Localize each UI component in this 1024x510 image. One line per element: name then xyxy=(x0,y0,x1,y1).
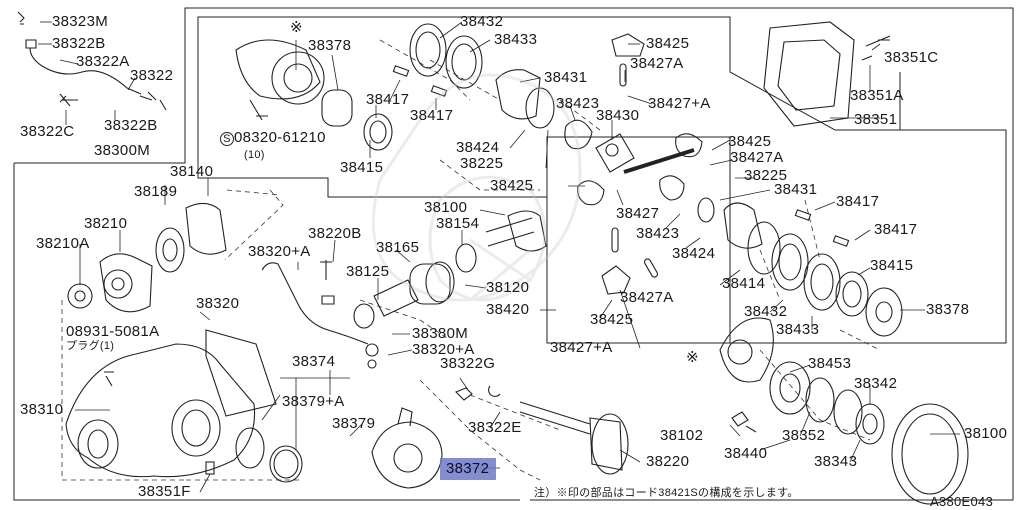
gear-set-frame xyxy=(546,136,731,344)
part-label[interactable]: 38351C xyxy=(884,49,939,66)
part-label[interactable]: 38220 xyxy=(646,453,690,470)
outer-assembly-frame xyxy=(14,7,1014,501)
part-label[interactable]: 38424 xyxy=(672,245,716,262)
part-label[interactable]: 38322E xyxy=(468,419,522,436)
part-label[interactable]: 38310 xyxy=(20,401,64,418)
part-label[interactable]: ※ xyxy=(290,19,303,36)
part-label[interactable]: 38210A xyxy=(36,235,90,252)
part-label[interactable]: 38415 xyxy=(870,257,914,274)
part-label[interactable]: 38351 xyxy=(854,111,898,128)
part-label[interactable]: 38420 xyxy=(486,301,530,318)
part-label[interactable]: 38320+A xyxy=(248,243,311,260)
part-label[interactable]: プラグ(1) xyxy=(66,340,115,352)
part-label[interactable]: 38343 xyxy=(814,453,858,470)
part-label[interactable]: 38154 xyxy=(436,215,480,232)
part-label[interactable]: 38425 xyxy=(490,177,534,194)
part-label[interactable]: 38220B xyxy=(308,225,362,242)
part-label[interactable]: 38425 xyxy=(728,133,772,150)
part-label[interactable]: 38120 xyxy=(486,279,530,296)
part-label[interactable]: 38423 xyxy=(636,225,680,242)
part-label[interactable]: 08931-5081A xyxy=(66,323,160,340)
part-label[interactable]: 38125 xyxy=(346,263,390,280)
part-label[interactable]: 38322C xyxy=(20,123,75,140)
part-label[interactable]: 38432 xyxy=(460,13,504,30)
part-label[interactable]: 38433 xyxy=(776,321,820,338)
part-label[interactable]: 38322G xyxy=(440,355,496,372)
part-label[interactable]: 38300M xyxy=(94,142,151,159)
part-label[interactable]: 38423 xyxy=(556,95,600,112)
part-label[interactable]: 38210 xyxy=(84,215,128,232)
part-label[interactable]: 38433 xyxy=(494,31,538,48)
part-label[interactable]: 38380M xyxy=(412,325,469,342)
part-label[interactable]: 38425 xyxy=(646,35,690,52)
part-label[interactable]: 38102 xyxy=(660,427,704,444)
part-label[interactable]: 38322 xyxy=(130,67,174,84)
part-label[interactable]: 38379 xyxy=(332,415,376,432)
part-label[interactable]: 38417 xyxy=(410,107,454,124)
part-label[interactable]: 38342 xyxy=(854,375,898,392)
part-label[interactable]: 38225 xyxy=(744,167,788,184)
part-label[interactable]: 38165 xyxy=(376,239,420,256)
part-label[interactable]: 38417 xyxy=(366,91,410,108)
part-label[interactable]: 38352 xyxy=(782,427,826,444)
part-label[interactable]: 38374 xyxy=(292,353,336,370)
part-label[interactable]: 38379+A xyxy=(282,393,345,410)
part-label[interactable]: 38322B xyxy=(52,35,106,52)
part-label[interactable]: 38100 xyxy=(424,199,468,216)
part-label[interactable]: 38427 xyxy=(616,205,660,222)
part-label[interactable]: 38424 xyxy=(456,139,500,156)
part-label[interactable]: 38378 xyxy=(926,301,970,318)
part-label[interactable]: 38189 xyxy=(134,183,178,200)
part-label[interactable]: 38417 xyxy=(874,221,918,238)
part-label[interactable]: 38322B xyxy=(104,117,158,134)
part-label[interactable]: 38351A xyxy=(850,87,904,104)
part-label-highlighted[interactable]: 38372 xyxy=(446,460,490,477)
highlight-38372[interactable] xyxy=(440,458,496,480)
part-label[interactable]: 38427A xyxy=(620,289,674,306)
watermark-emblem xyxy=(371,73,582,302)
part-label[interactable]: 08320-61210 xyxy=(234,129,326,146)
drawing-id: A380E043 xyxy=(930,494,994,509)
footnote: 注）※印の部品はコード38421Sの構成を示します。 xyxy=(534,487,799,499)
part-label[interactable]: 38414 xyxy=(722,275,766,292)
part-label[interactable]: 38320+A xyxy=(412,341,475,358)
part-label[interactable]: ※ xyxy=(686,349,699,366)
part-label[interactable]: 38440 xyxy=(724,445,768,462)
part-label[interactable]: 38427A xyxy=(730,149,784,166)
part-label[interactable]: 38320 xyxy=(196,295,240,312)
part-label[interactable]: 38425 xyxy=(590,311,634,328)
part-label[interactable]: 38417 xyxy=(836,193,880,210)
part-label[interactable]: 38427+A xyxy=(550,339,613,356)
part-label[interactable]: 38431 xyxy=(544,69,588,86)
part-label[interactable]: 38415 xyxy=(340,159,384,176)
part-label[interactable]: 38225 xyxy=(460,155,504,172)
part-label[interactable]: 38427+A xyxy=(648,95,711,112)
part-label[interactable]: 38431 xyxy=(774,181,818,198)
part-label[interactable]: (10) xyxy=(244,149,265,161)
code-circle: S xyxy=(220,132,234,146)
part-label[interactable]: 38100 xyxy=(964,425,1008,442)
part-label[interactable]: 38378 xyxy=(308,37,352,54)
part-label[interactable]: 38432 xyxy=(744,303,788,320)
part-label[interactable]: 38140 xyxy=(170,163,214,180)
part-label[interactable]: 38430 xyxy=(596,107,640,124)
part-label[interactable]: 38427A xyxy=(630,55,684,72)
differential-case-frame xyxy=(197,16,1007,344)
part-label[interactable]: 38323M xyxy=(52,13,109,30)
part-label[interactable]: 38351F xyxy=(138,483,191,500)
part-label[interactable]: 38453 xyxy=(808,355,852,372)
part-label[interactable]: 38322A xyxy=(76,53,130,70)
